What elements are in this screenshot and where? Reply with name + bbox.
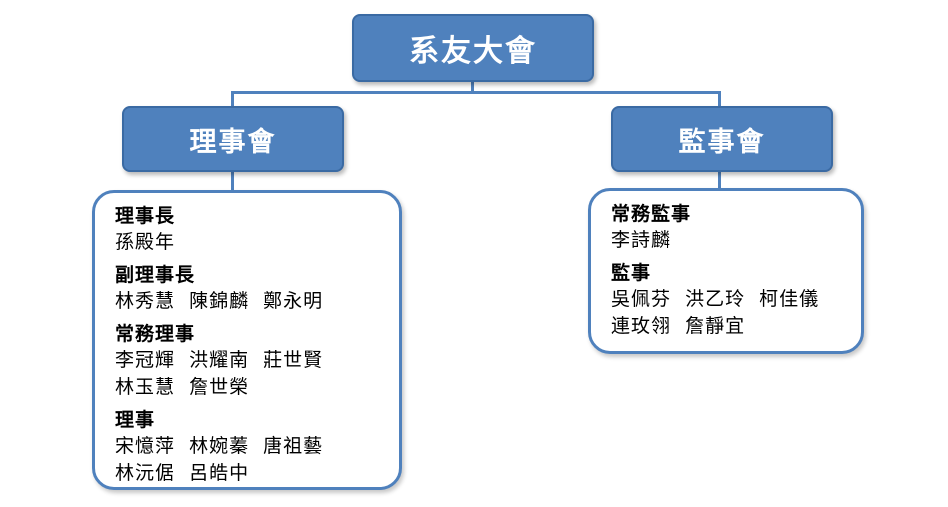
- member-names: 宋憶萍 林婉蓁 唐祖藝: [115, 435, 324, 457]
- role-label: 理事長: [115, 205, 176, 227]
- member-names: 李冠輝 洪耀南 莊世賢: [115, 349, 324, 371]
- supervisors-members-panel: 常務監事 李詩麟 監事 吳佩芬 洪乙玲 柯佳儀 連玫翎 詹靜宜: [588, 188, 864, 354]
- group-executive-directors: 常務理事 李冠輝 洪耀南 莊世賢 林玉慧 詹世榮: [115, 321, 399, 401]
- member-names: 林秀慧 陳錦麟 鄭永明: [115, 290, 324, 312]
- board-members-panel: 理事長 孫殿年 副理事長 林秀慧 陳錦麟 鄭永明 常務理事 李冠輝 洪耀南 莊世…: [92, 190, 402, 490]
- member-names: 林沅倨 呂皓中: [115, 462, 250, 484]
- role-label: 副理事長: [115, 264, 196, 286]
- connector-right-down: [718, 91, 721, 106]
- member-names: 李詩麟: [611, 229, 672, 251]
- group-supervisors: 監事 吳佩芬 洪乙玲 柯佳儀 連玫翎 詹靜宜: [611, 260, 861, 340]
- member-names: 吳佩芬 洪乙玲 柯佳儀: [611, 288, 820, 310]
- root-node: 系友大會: [352, 14, 594, 82]
- role-label: 監事: [611, 262, 652, 284]
- member-names: 連玫翎 詹靜宜: [611, 315, 746, 337]
- supervisors-label: 監事會: [678, 126, 766, 158]
- role-label: 常務監事: [611, 203, 692, 225]
- connector-board-panel: [231, 170, 234, 190]
- supervisors-node: 監事會: [611, 106, 833, 172]
- group-chair: 理事長 孫殿年: [115, 203, 399, 256]
- connector-left-down: [231, 91, 234, 106]
- connector-supervisors-panel: [718, 170, 721, 190]
- member-names: 林玉慧 詹世榮: [115, 376, 250, 398]
- connector-root-down: [471, 78, 474, 93]
- board-label: 理事會: [189, 126, 277, 158]
- role-label: 理事: [115, 409, 156, 431]
- connector-horizontal: [231, 91, 721, 94]
- member-names: 孫殿年: [115, 231, 176, 253]
- group-directors: 理事 宋憶萍 林婉蓁 唐祖藝 林沅倨 呂皓中: [115, 407, 399, 487]
- root-label: 系友大會: [409, 34, 537, 69]
- board-node: 理事會: [122, 106, 344, 172]
- role-label: 常務理事: [115, 323, 196, 345]
- group-standing-supervisor: 常務監事 李詩麟: [611, 201, 861, 254]
- group-vice-chair: 副理事長 林秀慧 陳錦麟 鄭永明: [115, 262, 399, 315]
